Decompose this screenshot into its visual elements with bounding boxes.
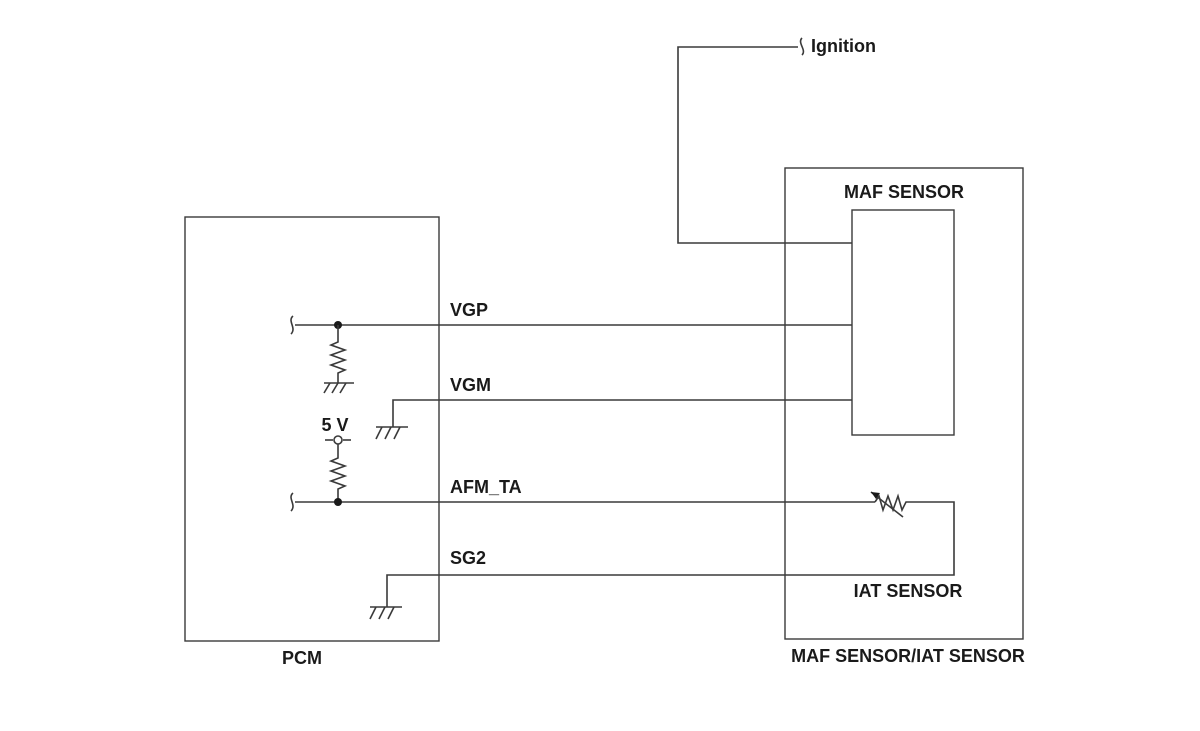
pcm-box [184, 216, 440, 642]
afm-ta-break-symbol [290, 492, 294, 512]
ignition-wire [677, 46, 852, 244]
iat-thermistor [386, 493, 955, 607]
ignition-break-symbol [799, 37, 805, 56]
maf-sensor-label: MAF SENSOR [844, 182, 964, 202]
five-v-source-terminal [333, 435, 343, 445]
pcm-label: PCM [282, 648, 322, 668]
maf-iat-sensor-label: MAF SENSOR/IAT SENSOR [791, 646, 1025, 666]
pulldown-ground-icon [323, 382, 354, 394]
thermistor-arrowhead [871, 492, 880, 499]
iat-sensor-label: IAT SENSOR [854, 581, 963, 601]
sg2-label: SG2 [450, 548, 486, 568]
vgm-wire [392, 399, 852, 427]
ignition-label: Ignition [811, 36, 876, 56]
vgp-break-symbol [290, 315, 294, 335]
five-v-label: 5 V [321, 415, 348, 435]
sg2-ground-icon [369, 606, 402, 620]
vgm-label: VGM [450, 375, 491, 395]
afm-ta-label: AFM_TA [450, 477, 522, 497]
vgp-label: VGP [450, 300, 488, 320]
vgm-ground-icon [375, 426, 408, 440]
afm-ta-junction-dot [334, 498, 342, 506]
maf-sensor-box [851, 209, 955, 436]
pullup-resistor [328, 444, 348, 502]
pulldown-resistor [328, 325, 348, 383]
maf-iat-sensor-box [784, 167, 1024, 640]
